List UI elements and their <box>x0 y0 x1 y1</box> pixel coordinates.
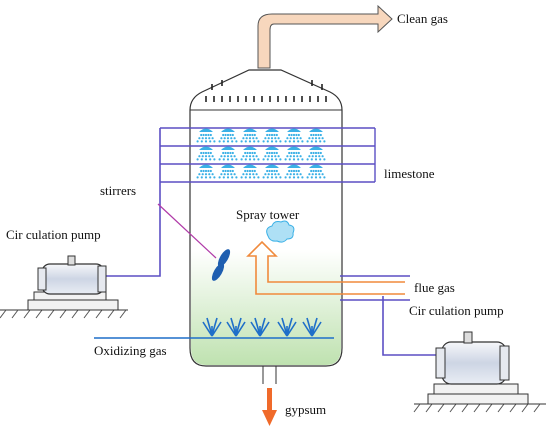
oxidizing-gas-label: Oxidizing gas <box>94 343 167 358</box>
left-circulation-pump-icon <box>0 255 128 319</box>
oxidizer-nozzle-icon <box>302 317 322 337</box>
spray-nozzle-icon <box>284 146 304 161</box>
spray-nozzle-icon <box>218 164 238 179</box>
spray-nozzle-icon <box>240 164 260 179</box>
stirrer-icon <box>211 249 231 281</box>
oxidizer-nozzle-icon <box>250 317 270 337</box>
oxidizer-nozzles <box>202 317 322 337</box>
spray-cloud-icon <box>266 220 295 243</box>
spray-nozzle-icon <box>218 128 238 143</box>
gypsum-label: gypsum <box>285 402 327 417</box>
slurry-liquid <box>191 250 341 365</box>
spray-nozzle-icon <box>240 128 260 143</box>
gypsum-outlet <box>262 366 277 426</box>
stirrer-leader-line <box>157 203 217 259</box>
right-circulation-pump-label: Cir culation pump <box>409 303 504 318</box>
clean-gas-outlet-arrow <box>257 4 393 69</box>
spray-nozzle-icon <box>262 128 282 143</box>
spray-nozzle-icon <box>218 146 238 161</box>
flue-gas-inlet-arrow <box>246 240 405 295</box>
mist-eliminator <box>205 80 327 102</box>
spray-nozzles <box>196 128 326 179</box>
oxidizer-nozzle-icon <box>226 317 246 337</box>
right-circulation-pump-icon <box>413 331 546 413</box>
spray-nozzle-icon <box>306 146 326 161</box>
clean-gas-label: Clean gas <box>397 11 448 26</box>
flue-gas-label: flue gas <box>414 280 455 295</box>
spray-nozzle-icon <box>196 164 216 179</box>
spray-nozzle-icon <box>262 146 282 161</box>
spray-nozzle-icon <box>284 128 304 143</box>
spray-tower-label: Spray tower <box>236 207 300 222</box>
oxidizer-nozzle-icon <box>202 317 222 337</box>
left-circulation-pipe <box>98 128 161 277</box>
oxidizer-nozzle-icon <box>277 317 297 337</box>
spray-nozzle-icon <box>284 164 304 179</box>
limestone-label: limestone <box>384 166 435 181</box>
spray-nozzle-icon <box>306 164 326 179</box>
spray-nozzle-icon <box>196 146 216 161</box>
spray-nozzle-icon <box>306 128 326 143</box>
right-pump-pipe <box>382 296 440 356</box>
left-circulation-pump-label: Cir culation pump <box>6 227 101 242</box>
spray-nozzle-icon <box>196 128 216 143</box>
spray-nozzle-icon <box>240 146 260 161</box>
spray-header-pipes <box>160 127 375 183</box>
stirrers-label: stirrers <box>100 183 137 198</box>
spray-nozzle-icon <box>262 164 282 179</box>
